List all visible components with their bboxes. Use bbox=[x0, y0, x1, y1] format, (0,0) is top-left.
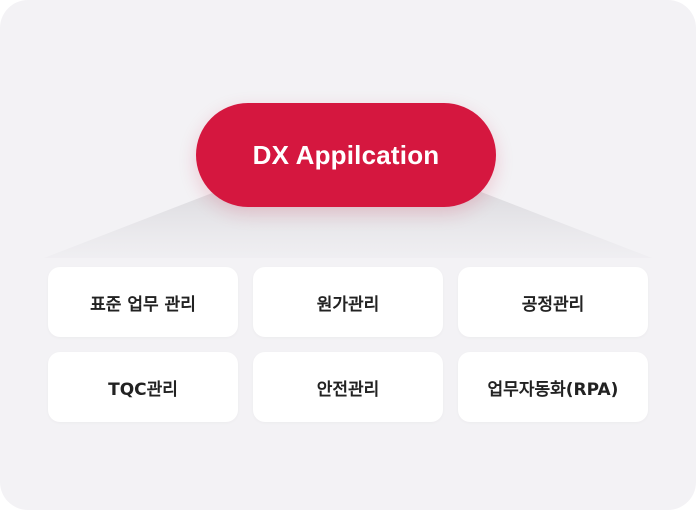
module-label: 원가관리 bbox=[316, 294, 380, 315]
module-card-process: 공정관리 bbox=[458, 267, 648, 337]
module-card-safety: 안전관리 bbox=[253, 352, 443, 422]
module-card-tqc: TQC관리 bbox=[48, 352, 238, 422]
center-node-pill: DX Appilcation bbox=[196, 103, 496, 207]
module-label: 업무자동화(RPA) bbox=[487, 379, 619, 400]
module-label: 안전관리 bbox=[316, 379, 380, 400]
module-card-rpa: 업무자동화(RPA) bbox=[458, 352, 648, 422]
module-card-standard-work: 표준 업무 관리 bbox=[48, 267, 238, 337]
module-label: 공정관리 bbox=[521, 294, 585, 315]
module-label: 표준 업무 관리 bbox=[90, 294, 196, 315]
center-node-label: DX Appilcation bbox=[252, 139, 440, 170]
module-grid: 표준 업무 관리 원가관리 공정관리 TQC관리 안전관리 업무자동화(RPA) bbox=[48, 267, 648, 422]
module-card-cost: 원가관리 bbox=[253, 267, 443, 337]
module-label: TQC관리 bbox=[108, 379, 178, 400]
